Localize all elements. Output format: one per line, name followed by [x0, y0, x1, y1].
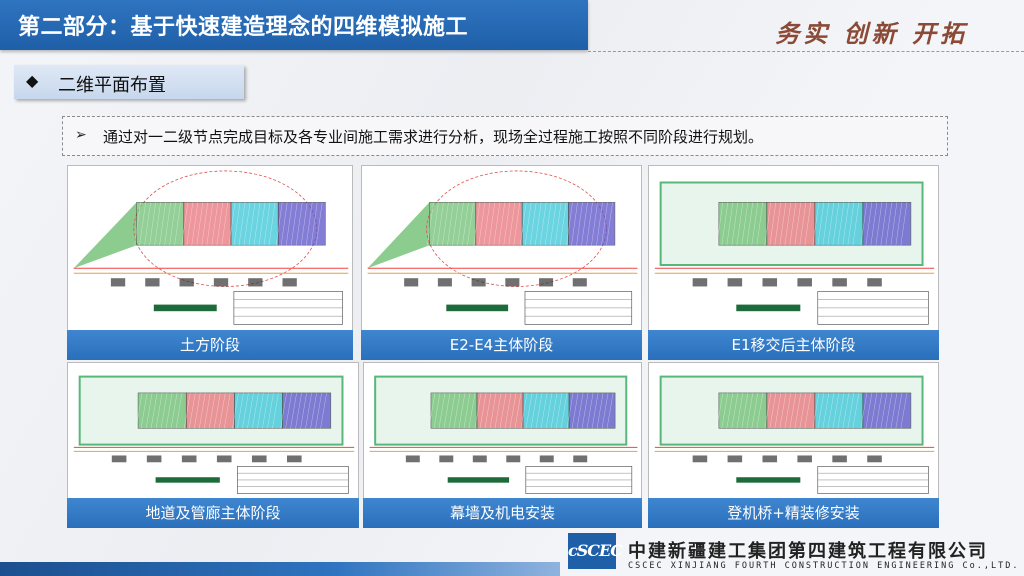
- company-motto: 务实 创新 开拓: [775, 19, 968, 48]
- zone-e1-block: [136, 201, 185, 246]
- title-bar: 第二部分：基于快速建造理念的四维模拟施工: [0, 0, 588, 50]
- site-plan-drawing: [364, 363, 641, 499]
- stage-panel: E2-E4主体阶段: [361, 165, 642, 360]
- stage-label: E1移交后主体阶段: [648, 330, 939, 360]
- stage-label: 幕墙及机电安装: [363, 498, 642, 528]
- stage-plan-image: [67, 165, 353, 332]
- stage-plan-image: [363, 362, 642, 500]
- arrow-bullet-icon: ➢: [75, 127, 87, 143]
- stage-panel: E1移交后主体阶段: [648, 165, 939, 360]
- company-logo: cSCEC: [568, 533, 623, 569]
- section-tag: ◆ 二维平面布置: [14, 65, 244, 99]
- site-plan-drawing: [649, 166, 938, 331]
- site-plan-drawing: [68, 166, 352, 331]
- zone-e4-block: [277, 201, 326, 246]
- stage-label: 地道及管廊主体阶段: [67, 498, 359, 528]
- stage-plan-image: [67, 362, 359, 500]
- stage-plan-image: [361, 165, 642, 332]
- site-plan-drawing: [362, 166, 641, 331]
- stage-panel: 登机桥+精装修安装: [648, 362, 939, 528]
- stage-label: E2-E4主体阶段: [361, 330, 642, 360]
- company-name-en: CSCEC XINJIANG FOURTH CONSTRUCTION ENGIN…: [628, 561, 1020, 571]
- page-title: 第二部分：基于快速建造理念的四维模拟施工: [18, 15, 469, 40]
- zone-e3-block: [230, 201, 279, 246]
- section-label: 二维平面布置: [58, 75, 166, 96]
- stage-plan-image: [648, 362, 939, 500]
- company-name-cn: 中建新疆建工集团第四建筑工程有限公司: [628, 541, 988, 562]
- stage-plan-image: [648, 165, 939, 332]
- description-text: 通过对一二级节点完成目标及各专业间施工需求进行分析，现场全过程施工按照不同阶段进…: [103, 128, 764, 146]
- zone-e2-block: [183, 201, 232, 246]
- site-plan-drawing: [68, 363, 358, 499]
- stage-panel: 幕墙及机电安装: [363, 362, 642, 528]
- stage-label: 土方阶段: [67, 330, 353, 360]
- footer-strip: [0, 562, 560, 576]
- description-box: ➢ 通过对一二级节点完成目标及各专业间施工需求进行分析，现场全过程施工按照不同阶…: [62, 116, 948, 156]
- stage-panel: 地道及管廊主体阶段: [67, 362, 359, 528]
- stage-label: 登机桥+精装修安装: [648, 498, 939, 528]
- stage-panel: 土方阶段: [67, 165, 353, 360]
- header-divider: [588, 51, 1024, 52]
- diamond-bullet-icon: ◆: [26, 71, 39, 90]
- site-plan-drawing: [649, 363, 938, 499]
